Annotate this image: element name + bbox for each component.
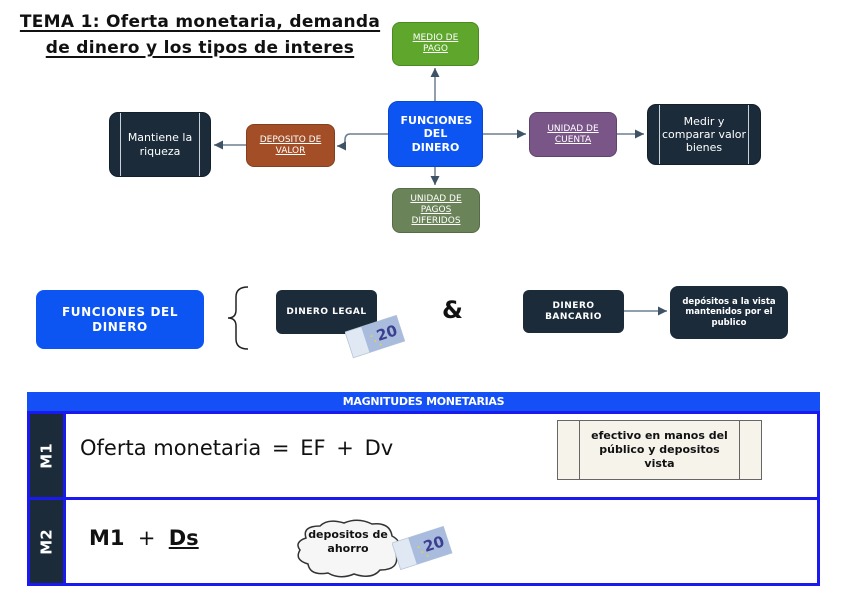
box-dinero-bancario-label: DINERO BANCARIO: [545, 300, 602, 322]
node-mantiene-riqueza[interactable]: Mantiene la riqueza: [109, 112, 211, 177]
node-unidad-cuenta-label: UNIDAD DE CUENTA: [547, 123, 599, 145]
node-medio-de-pago[interactable]: MEDIO DE PAGO: [392, 22, 479, 66]
banknote-icon: 20: [345, 314, 405, 359]
box-dinero-legal-label: DINERO LEGAL: [286, 306, 367, 317]
node-center-label: FUNCIONES DEL DINERO: [400, 114, 473, 154]
node-deposito-de-valor[interactable]: DEPOSITO DE VALOR: [246, 124, 335, 167]
box-depositos-vista[interactable]: depósitos a la vista mantenidos por el p…: [670, 286, 788, 339]
m1-description-box: efectivo en manos del público y deposito…: [557, 420, 762, 480]
page-title-line-1: TEMA 1: Oferta monetaria, demanda: [19, 12, 381, 32]
node-medir-comparar[interactable]: Medir y comparar valor bienes: [647, 104, 761, 165]
box-dinero-bancario[interactable]: DINERO BANCARIO: [523, 290, 624, 333]
formula-m2-plus: +: [137, 526, 156, 550]
cloud-shape: [297, 519, 400, 578]
node-unidad-pagos-diferidos[interactable]: UNIDAD DE PAGOS DIFERIDOS: [392, 188, 480, 233]
row-label-m2: M2: [30, 500, 66, 583]
box-depositos-vista-label: depósitos a la vista mantenidos por el p…: [682, 297, 776, 328]
box-dinero-legal[interactable]: DINERO LEGAL: [276, 290, 377, 334]
node-deposito-label: DEPOSITO DE VALOR: [259, 134, 322, 156]
banknote-value-2: 20: [421, 532, 446, 556]
page-title-line-2: de dinero y los tipos de interes: [45, 38, 355, 58]
formula-m1-plus: +: [336, 436, 354, 460]
node-right-bar: [748, 105, 749, 164]
row-label-m1: M1: [30, 414, 66, 497]
ampersand: &: [442, 296, 463, 324]
m2-description: depositos de ahorro: [308, 528, 388, 556]
formula-m1-term: Oferta monetaria: [80, 436, 262, 460]
node-left-bar: [120, 113, 121, 176]
m1-box-right-bar: [739, 421, 740, 479]
box-funciones-del-dinero[interactable]: FUNCIONES DEL DINERO: [36, 290, 204, 349]
formula-m1-ef: EF: [300, 436, 326, 460]
m1-box-left-bar: [579, 421, 580, 479]
node-medir-label: Medir y comparar valor bienes: [661, 114, 747, 155]
formula-m1: Oferta monetaria = EF + Dv: [80, 436, 393, 460]
m1-description: efectivo en manos del público y deposito…: [591, 428, 728, 471]
magnitudes-table: MAGNITUDES MONETARIAS M1 M2: [27, 392, 820, 586]
node-mantiene-label: Mantiene la riqueza: [127, 131, 193, 158]
banknote-icon-2: 20: [392, 525, 453, 571]
table-header: MAGNITUDES MONETARIAS: [27, 392, 820, 411]
banknote-value: 20: [374, 321, 399, 345]
formula-m2: M1 + Ds: [89, 526, 199, 550]
formula-m2-m1: M1: [89, 526, 125, 550]
node-pagos-diferidos-label: UNIDAD DE PAGOS DIFERIDOS: [410, 194, 462, 226]
node-left-bar: [659, 105, 660, 164]
box-funciones-label: FUNCIONES DEL DINERO: [61, 305, 179, 334]
formula-m2-ds: Ds: [168, 526, 199, 550]
node-medio-de-pago-label: MEDIO DE PAGO: [412, 33, 459, 54]
node-funciones-del-dinero[interactable]: FUNCIONES DEL DINERO: [388, 101, 483, 167]
node-unidad-de-cuenta[interactable]: UNIDAD DE CUENTA: [529, 112, 617, 157]
arrow-to-deposito-de-valor: [337, 133, 388, 151]
formula-m1-equals: =: [271, 436, 290, 460]
formula-m1-dv: Dv: [364, 436, 394, 460]
curly-brace: [227, 286, 249, 350]
node-right-bar: [199, 113, 200, 176]
